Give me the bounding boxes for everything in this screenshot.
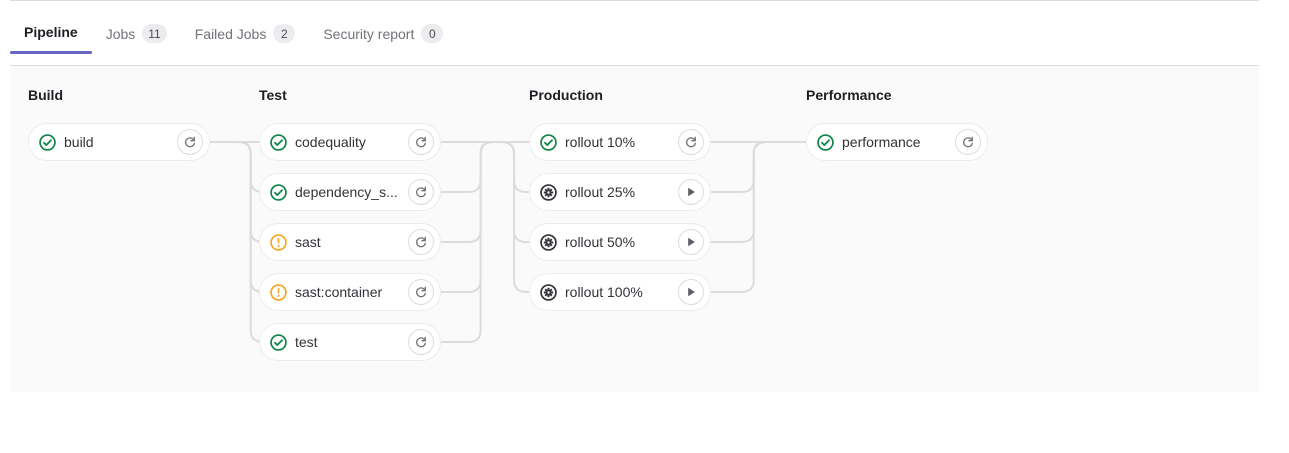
job-retry-button[interactable] (408, 179, 434, 205)
connector-line (710, 141, 767, 193)
retry-icon (416, 236, 426, 248)
job-name-label: sast (295, 234, 321, 250)
tab-label: Jobs (105, 25, 136, 42)
job-name-label: sast:container (295, 284, 383, 300)
tab-label: Pipeline (24, 24, 78, 40)
status-manual-gear-icon (540, 183, 557, 201)
tab-label: Security report (323, 25, 415, 42)
stage-title: Production (529, 87, 603, 103)
job-name-label: dependency_s... (295, 184, 398, 200)
job-name-label: rollout 25% (565, 184, 636, 200)
job-name-label: test (295, 334, 318, 350)
connector-line (479, 141, 530, 193)
status-success-icon (540, 133, 557, 151)
tab-label: Failed Jobs (194, 25, 267, 42)
retry-icon (416, 136, 426, 148)
job-retry-button[interactable] (408, 279, 434, 305)
retry-icon (185, 136, 195, 148)
job-name-label: rollout 10% (565, 134, 636, 150)
tab-count-badge: 2 (273, 24, 296, 43)
stage-title: Performance (806, 87, 892, 103)
stage-title: Build (28, 87, 63, 103)
tab-security-report[interactable]: Security report 0 (309, 24, 457, 57)
status-success-icon (270, 133, 287, 151)
retry-icon (416, 286, 426, 298)
connector-line (231, 141, 263, 293)
job-card[interactable]: rollout 50% (529, 223, 711, 261)
job-name-label: rollout 100% (565, 284, 643, 300)
tab-count-badge: 11 (142, 24, 167, 43)
job-play-button[interactable] (678, 229, 704, 255)
play-icon (688, 187, 695, 197)
status-manual-gear-icon (540, 283, 557, 301)
job-card[interactable]: test (259, 323, 441, 361)
job-card[interactable]: sast (259, 223, 441, 261)
job-card[interactable]: rollout 10% (529, 123, 711, 161)
retry-icon (416, 336, 426, 348)
job-card[interactable]: dependency_s... (259, 173, 441, 211)
job-retry-button[interactable] (408, 129, 434, 155)
job-name-label: rollout 50% (565, 234, 636, 250)
job-name-label: build (64, 134, 94, 150)
active-tab-indicator (10, 51, 92, 54)
play-icon (688, 237, 695, 247)
pipeline-graph-canvas: Build build Test codequality dependency_s...… (10, 66, 1259, 392)
connector-line (479, 141, 530, 243)
job-card[interactable]: codequality (259, 123, 441, 161)
job-card[interactable]: rollout 25% (529, 173, 711, 211)
job-play-button[interactable] (678, 279, 704, 305)
status-success-icon (39, 133, 56, 151)
status-manual-gear-icon (540, 233, 557, 251)
job-name-label: performance (842, 134, 921, 150)
retry-icon (963, 136, 973, 148)
play-icon (688, 287, 695, 297)
tab-pipeline[interactable]: Pipeline (10, 24, 92, 54)
job-retry-button[interactable] (955, 129, 981, 155)
job-retry-button[interactable] (678, 129, 704, 155)
retry-icon (416, 186, 426, 198)
job-card[interactable]: rollout 100% (529, 273, 711, 311)
job-card[interactable]: build (28, 123, 210, 161)
connector-line (479, 141, 530, 293)
connector-line (440, 141, 494, 243)
status-success-icon (270, 183, 287, 201)
connector-line (710, 141, 767, 293)
job-name-label: codequality (295, 134, 366, 150)
job-retry-button[interactable] (177, 129, 203, 155)
top-divider (10, 0, 1259, 1)
connector-line (440, 141, 494, 343)
job-card[interactable]: performance (806, 123, 988, 161)
tab-bar-divider (10, 65, 1259, 66)
status-warning-icon (270, 283, 287, 301)
status-success-icon (270, 333, 287, 351)
job-retry-button[interactable] (408, 329, 434, 355)
connector-line (710, 141, 767, 243)
stage-title: Test (259, 87, 287, 103)
job-retry-button[interactable] (408, 229, 434, 255)
status-warning-icon (270, 233, 287, 251)
retry-icon (686, 136, 696, 148)
job-card[interactable]: sast:container (259, 273, 441, 311)
connector-line (440, 141, 494, 193)
job-play-button[interactable] (678, 179, 704, 205)
tab-failed-jobs[interactable]: Failed Jobs 2 (181, 24, 310, 57)
status-success-icon (817, 133, 834, 151)
connector-line (231, 141, 263, 193)
tab-jobs[interactable]: Jobs 11 (92, 24, 181, 57)
connector-line (440, 141, 494, 293)
tab-count-badge: 0 (421, 24, 444, 43)
pipeline-tab-bar: Pipeline Jobs 11 Failed Jobs 2 Security repor… (0, 24, 1259, 66)
